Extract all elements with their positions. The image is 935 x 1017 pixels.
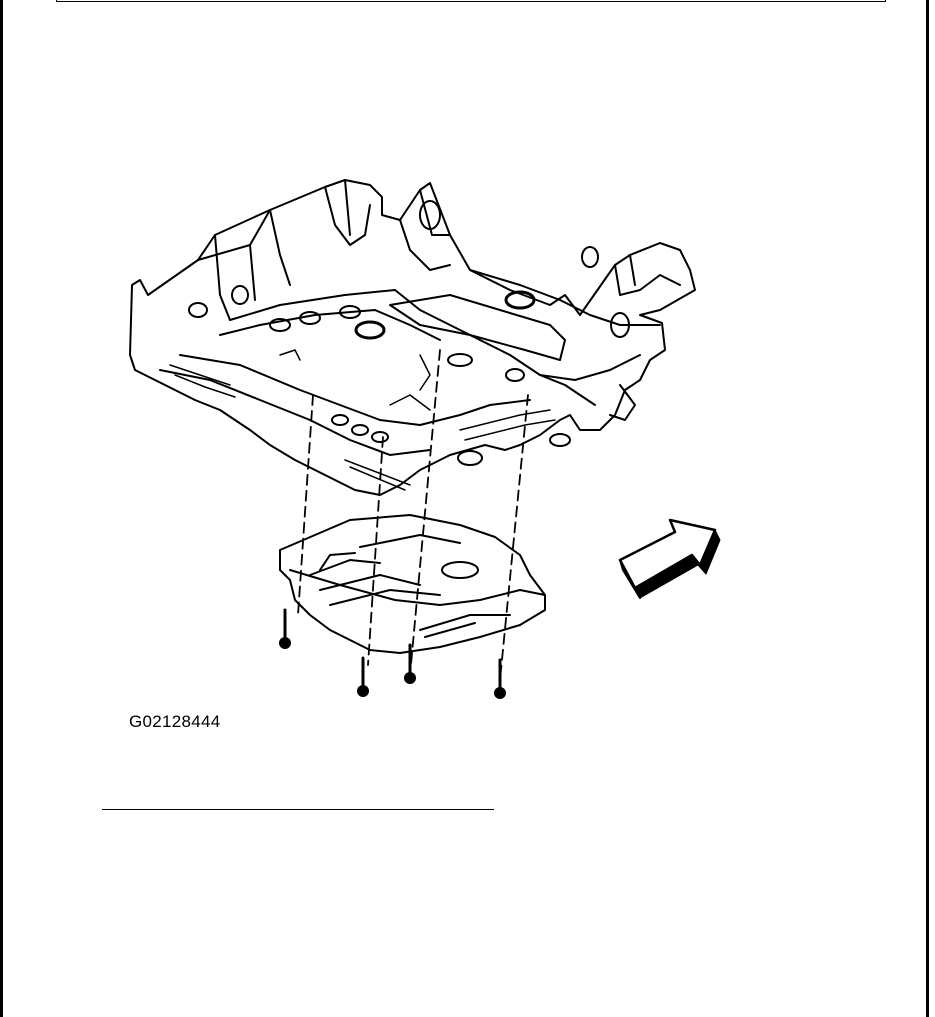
forward-arrow-icon xyxy=(618,518,721,599)
bolt-icon xyxy=(279,608,291,649)
bolt-icon xyxy=(404,643,416,684)
bolts xyxy=(279,608,506,699)
alignment-lines xyxy=(297,349,529,681)
figure-id-label: G02128444 xyxy=(129,712,221,731)
cradle-details xyxy=(169,349,556,491)
cradle-frame xyxy=(129,179,696,496)
underbody-shield xyxy=(279,514,546,654)
bolt-icon xyxy=(494,658,506,699)
engine-cradle-illustration xyxy=(129,179,721,699)
divider-rule xyxy=(102,809,494,810)
header-box xyxy=(56,0,886,2)
frame-holes xyxy=(188,200,630,466)
bolt-icon xyxy=(357,656,369,697)
